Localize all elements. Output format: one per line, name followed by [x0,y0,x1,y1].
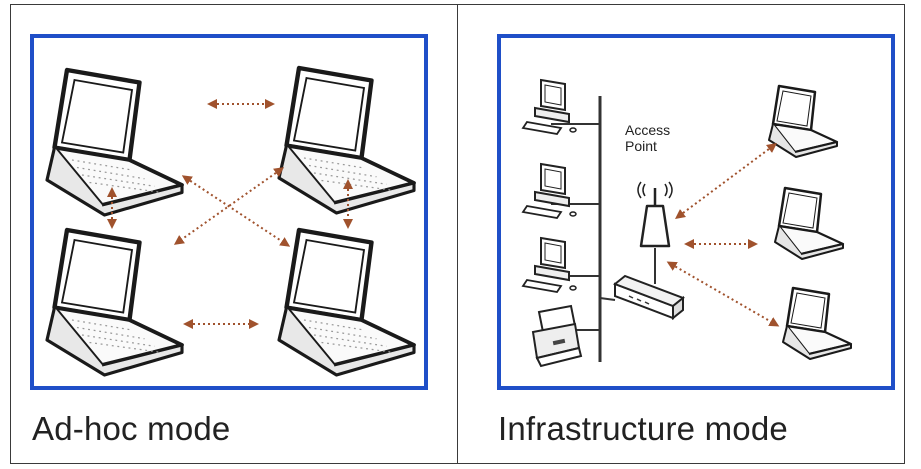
infrastructure-diagram [522,79,853,368]
dotted-arrow [173,167,285,245]
desktop-computer-icon [522,237,577,293]
laptop-icon [47,230,182,375]
network-switch-icon [613,274,685,321]
infrastructure-diagram-panel: Access Point [497,34,895,390]
access-point-label-line1: Access [625,122,671,138]
desktop-computer-icon [522,163,577,219]
dotted-arrow [666,261,780,327]
network-link [599,297,616,301]
column-divider [457,4,458,464]
dotted-arrow [181,175,291,247]
desktop-computer-icon [522,79,577,135]
dotted-arrow [674,143,778,219]
access-point-label: Access Point [625,122,670,154]
access-point-label-line2: Point [625,138,657,154]
laptop-icon [767,84,839,159]
printer-icon [531,304,583,368]
adhoc-caption: Ad-hoc mode [32,410,231,447]
laptop-icon [279,230,414,375]
access-point-icon [637,181,673,248]
laptop-icon [773,186,845,261]
laptop-icon [279,68,414,213]
laptop-icon [47,70,182,215]
laptop-icon [781,286,853,361]
infrastructure-caption: Infrastructure mode [498,410,788,447]
adhoc-diagram [34,38,424,386]
adhoc-diagram-panel [30,34,428,390]
